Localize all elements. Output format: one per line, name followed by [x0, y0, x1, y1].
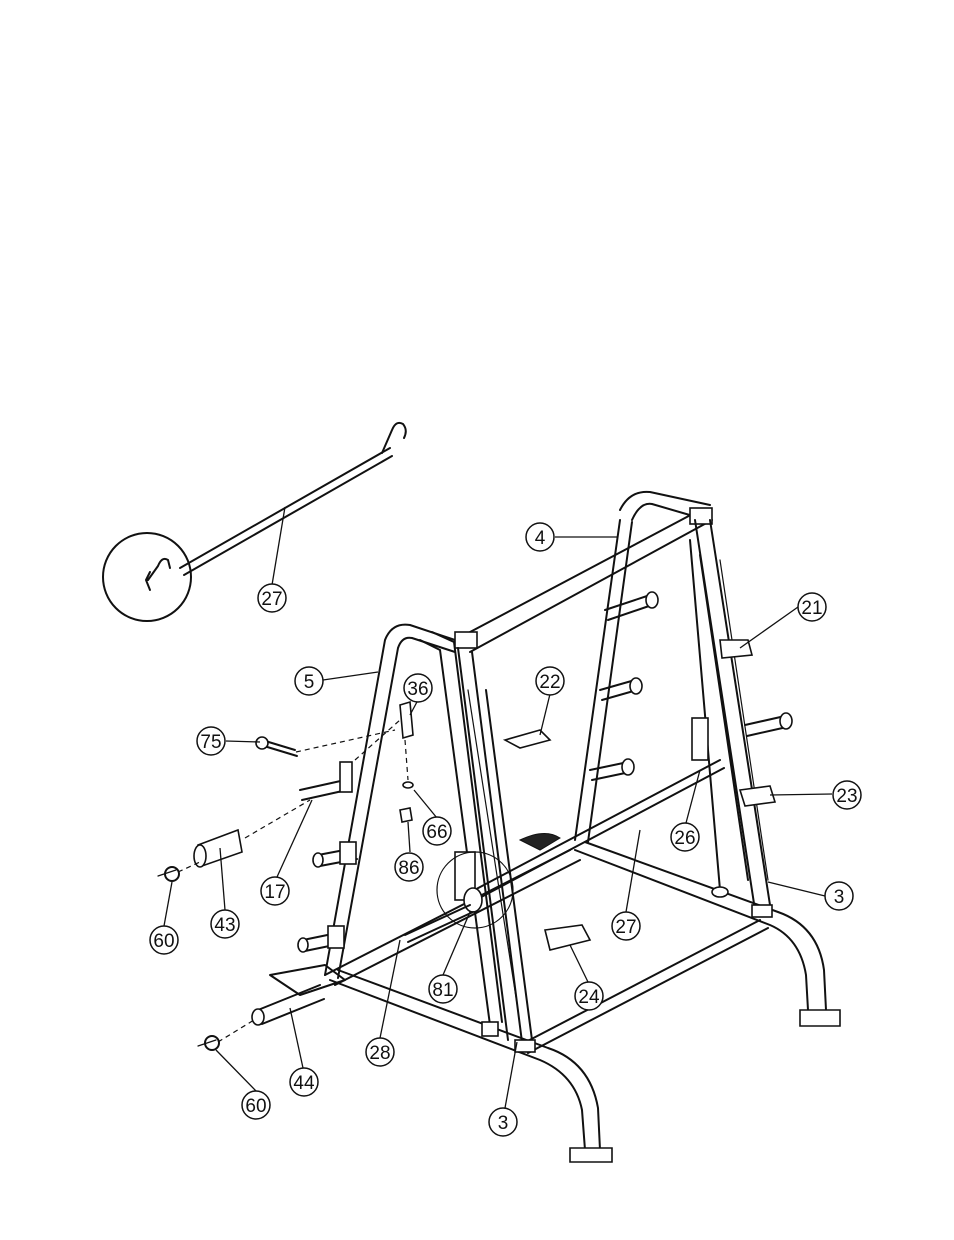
leader-lines: [163, 506, 833, 1109]
callout-label: 75: [200, 732, 221, 753]
callout-81: 81: [428, 974, 458, 1004]
callout-label: 27: [615, 917, 636, 938]
callout-label: 22: [539, 672, 560, 693]
right-carriage: [691, 717, 709, 761]
callout-label: 4: [535, 528, 546, 549]
callout-43: 43: [210, 909, 240, 939]
callout-label: 24: [578, 987, 600, 1008]
callout-label: 36: [407, 679, 428, 700]
detail-magnifier: [102, 532, 192, 622]
left-frame-foot: [481, 1021, 499, 1037]
olympic-bar-28: [404, 904, 474, 943]
callout-label: 17: [264, 882, 285, 903]
callout-66: 66: [422, 816, 452, 846]
callout-label: 44: [293, 1073, 315, 1094]
callout-label: 86: [398, 858, 419, 879]
callout-label: 66: [426, 822, 447, 843]
weight-plate: [436, 851, 514, 929]
front-upright-foot: [514, 1039, 536, 1053]
callout-label: 28: [369, 1043, 390, 1064]
callout-60-lower: 60: [241, 1090, 271, 1120]
callout-label: 81: [432, 980, 453, 1001]
base-frame: [269, 841, 841, 1163]
callout-24: 24: [574, 981, 604, 1011]
callout-label: 26: [674, 828, 695, 849]
callout-label: 27: [261, 589, 282, 610]
rear-upright-foot: [751, 904, 773, 918]
callout-27-top: 27: [257, 583, 287, 613]
j-hooks: [502, 639, 777, 951]
callout-label: 21: [801, 598, 822, 619]
callout-3-right: 3: [824, 881, 854, 911]
left-foot: [569, 1147, 613, 1163]
callout-75: 75: [196, 726, 226, 756]
callout-60-upper: 60: [149, 925, 179, 955]
callout-label: 3: [834, 887, 845, 908]
callout-86: 86: [394, 852, 424, 882]
callout-26: 26: [670, 822, 700, 852]
right-upright-frame: [454, 490, 773, 1053]
detached-bar-27: [102, 421, 407, 622]
callout-label: 5: [304, 672, 315, 693]
callout-label: 60: [153, 931, 174, 952]
callout-27-bar: 27: [611, 911, 641, 941]
top-corner-left: [454, 631, 478, 649]
callout-21: 21: [797, 592, 827, 622]
rear-pegs: [589, 591, 793, 781]
callout-label: 43: [214, 915, 235, 936]
callout-label: 3: [498, 1113, 509, 1134]
callout-36: 36: [403, 673, 433, 703]
right-foot: [799, 1009, 841, 1027]
callout-label: 23: [836, 786, 857, 807]
callout-17: 17: [260, 876, 290, 906]
smith-bar: [436, 717, 725, 929]
hook-detail: [145, 557, 171, 591]
callout-22: 22: [535, 666, 565, 696]
callout-4: 4: [525, 522, 555, 552]
callout-28: 28: [365, 1037, 395, 1067]
callout-3-bottom: 3: [488, 1107, 518, 1137]
top-corner-right: [689, 507, 713, 525]
callout-label: 60: [245, 1096, 266, 1117]
callout-44: 44: [289, 1067, 319, 1097]
left-pegs: [297, 841, 358, 953]
callout-5: 5: [294, 666, 324, 696]
callout-23: 23: [832, 780, 862, 810]
